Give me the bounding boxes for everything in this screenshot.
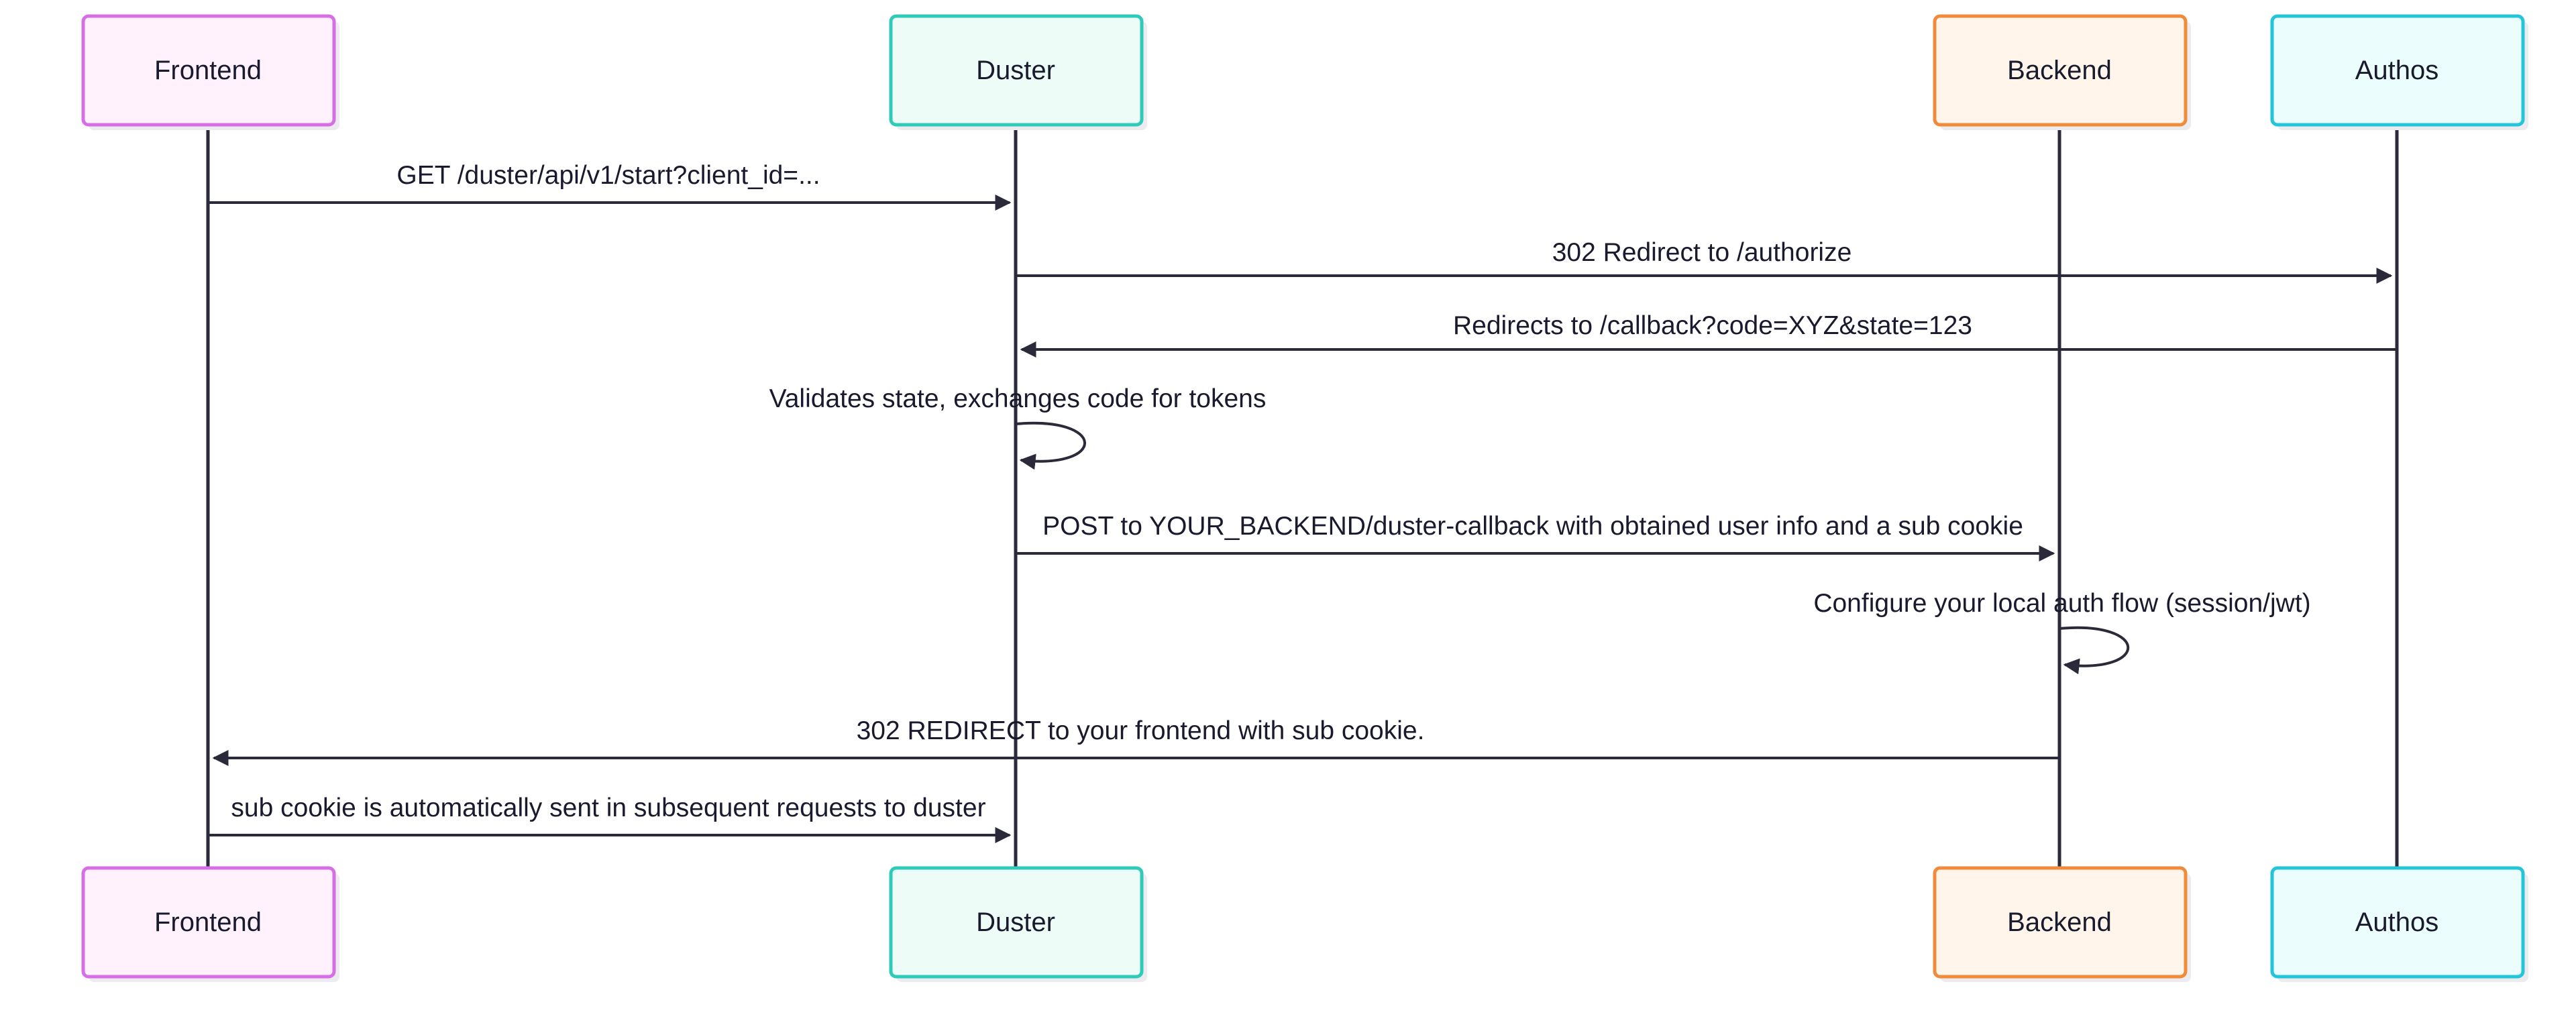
actor-authos-bottom: Authos bbox=[2270, 866, 2528, 982]
actor-box bbox=[81, 866, 336, 979]
message-redirect-frontend: 302 REDIRECT to your frontend with sub c… bbox=[212, 716, 2059, 766]
message-label: GET /duster/api/v1/start?client_id=... bbox=[396, 161, 820, 190]
actor-label: Authos bbox=[2355, 908, 2439, 937]
lifelines bbox=[206, 125, 2399, 871]
actor-backend-bottom: Backend bbox=[1933, 866, 2191, 982]
actor-label: Duster bbox=[976, 908, 1055, 937]
actors-top: Frontend Duster Backend Authos bbox=[81, 14, 2528, 130]
message-get-start: GET /duster/api/v1/start?client_id=... bbox=[208, 161, 1012, 211]
actor-duster-bottom: Duster bbox=[889, 866, 1147, 982]
message-redirect-authorize: 302 Redirect to /authorize bbox=[1016, 238, 2393, 284]
actor-backend-top: Backend bbox=[1933, 14, 2191, 130]
actor-box bbox=[1933, 866, 2188, 979]
message-label: Redirects to /callback?code=XYZ&state=12… bbox=[1453, 311, 1972, 340]
message-label: 302 Redirect to /authorize bbox=[1552, 238, 1852, 267]
message-label: Configure your local auth flow (session/… bbox=[1813, 589, 2310, 618]
actor-label: Backend bbox=[2007, 908, 2112, 937]
actor-box bbox=[1933, 14, 2188, 127]
self-loop-arrow bbox=[1015, 421, 1086, 470]
self-loop-arrow bbox=[2059, 626, 2130, 675]
actor-label: Authos bbox=[2355, 56, 2439, 85]
message-redirect-callback: Redirects to /callback?code=XYZ&state=12… bbox=[1020, 311, 2397, 358]
actor-authos-top: Authos bbox=[2270, 14, 2528, 130]
message-configure-auth: Configure your local auth flow (session/… bbox=[1813, 589, 2311, 675]
message-sub-cookie: sub cookie is automatically sent in subs… bbox=[208, 794, 1012, 843]
actor-label: Duster bbox=[976, 56, 1055, 85]
actor-frontend-top: Frontend bbox=[81, 14, 339, 130]
actor-box bbox=[2270, 866, 2525, 979]
messages: GET /duster/api/v1/start?client_id=... 3… bbox=[208, 161, 2397, 843]
message-label: Validates state, exchanges code for toke… bbox=[769, 384, 1267, 413]
actor-box bbox=[2270, 14, 2525, 127]
actor-duster-top: Duster bbox=[889, 14, 1147, 130]
message-label: 302 REDIRECT to your frontend with sub c… bbox=[857, 716, 1425, 745]
actor-box bbox=[889, 866, 1144, 979]
actor-label: Backend bbox=[2007, 56, 2112, 85]
actor-label: Frontend bbox=[154, 908, 262, 937]
message-label: sub cookie is automatically sent in subs… bbox=[231, 794, 985, 822]
actor-label: Frontend bbox=[154, 56, 262, 85]
actor-box bbox=[81, 14, 336, 127]
message-label: POST to YOUR_BACKEND/duster-callback wit… bbox=[1042, 512, 2023, 541]
message-post-callback: POST to YOUR_BACKEND/duster-callback wit… bbox=[1016, 512, 2055, 561]
actors-bottom: Frontend Duster Backend Authos bbox=[81, 866, 2528, 982]
actor-box bbox=[889, 14, 1144, 127]
message-validate-state: Validates state, exchanges code for toke… bbox=[769, 384, 1267, 470]
actor-frontend-bottom: Frontend bbox=[81, 866, 339, 982]
